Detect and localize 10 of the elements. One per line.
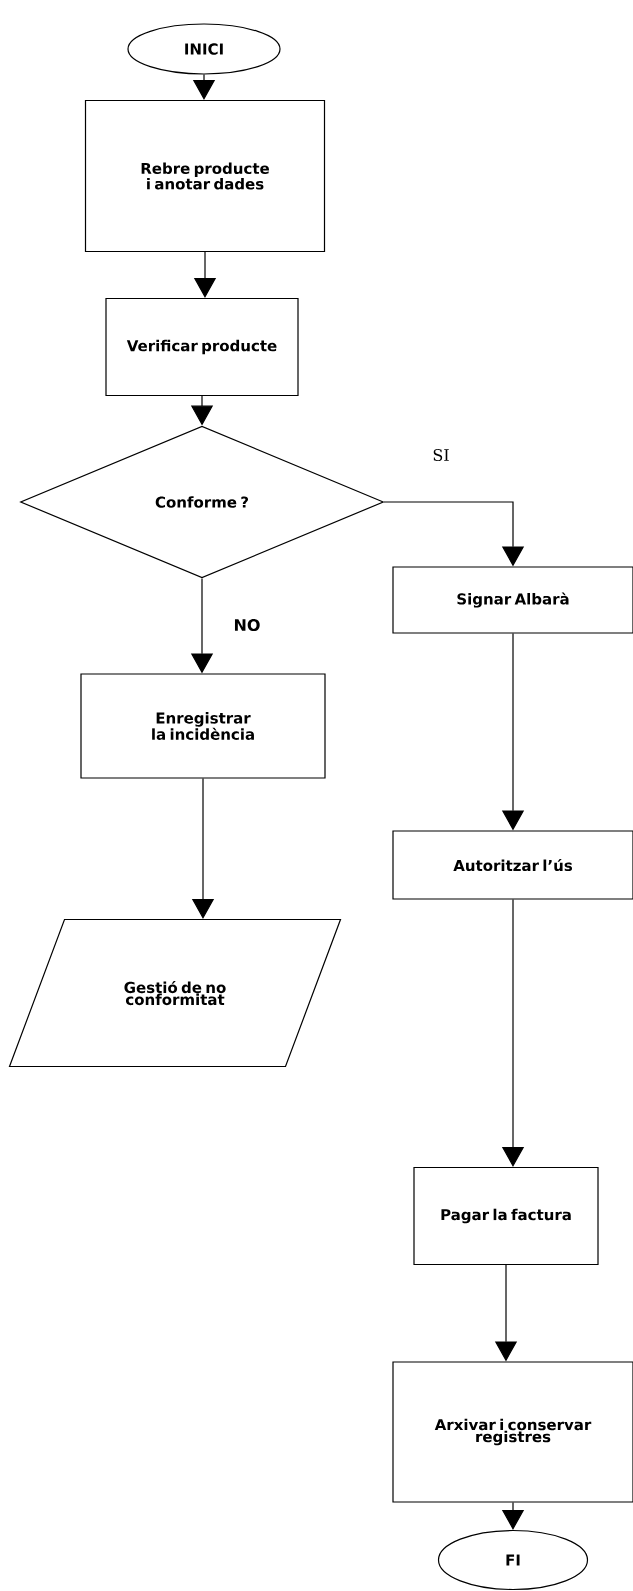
edge-label: SI xyxy=(431,447,451,463)
process-box: Signar Albarà xyxy=(392,566,633,634)
process-box: Rebre producte i anotar dades xyxy=(84,99,326,253)
process-box: Enregistrar la incidència xyxy=(80,673,326,779)
process-box: Arxivar i conservar registres xyxy=(392,1361,633,1503)
edge-label: NO xyxy=(232,617,262,633)
data-parallelogram: Gestió de no conformitat xyxy=(8,918,342,1068)
process-box: Pagar la factura xyxy=(413,1166,599,1266)
process-box: Verificar producte xyxy=(105,297,299,397)
process-box: Autoritzar l’ús xyxy=(392,830,633,900)
